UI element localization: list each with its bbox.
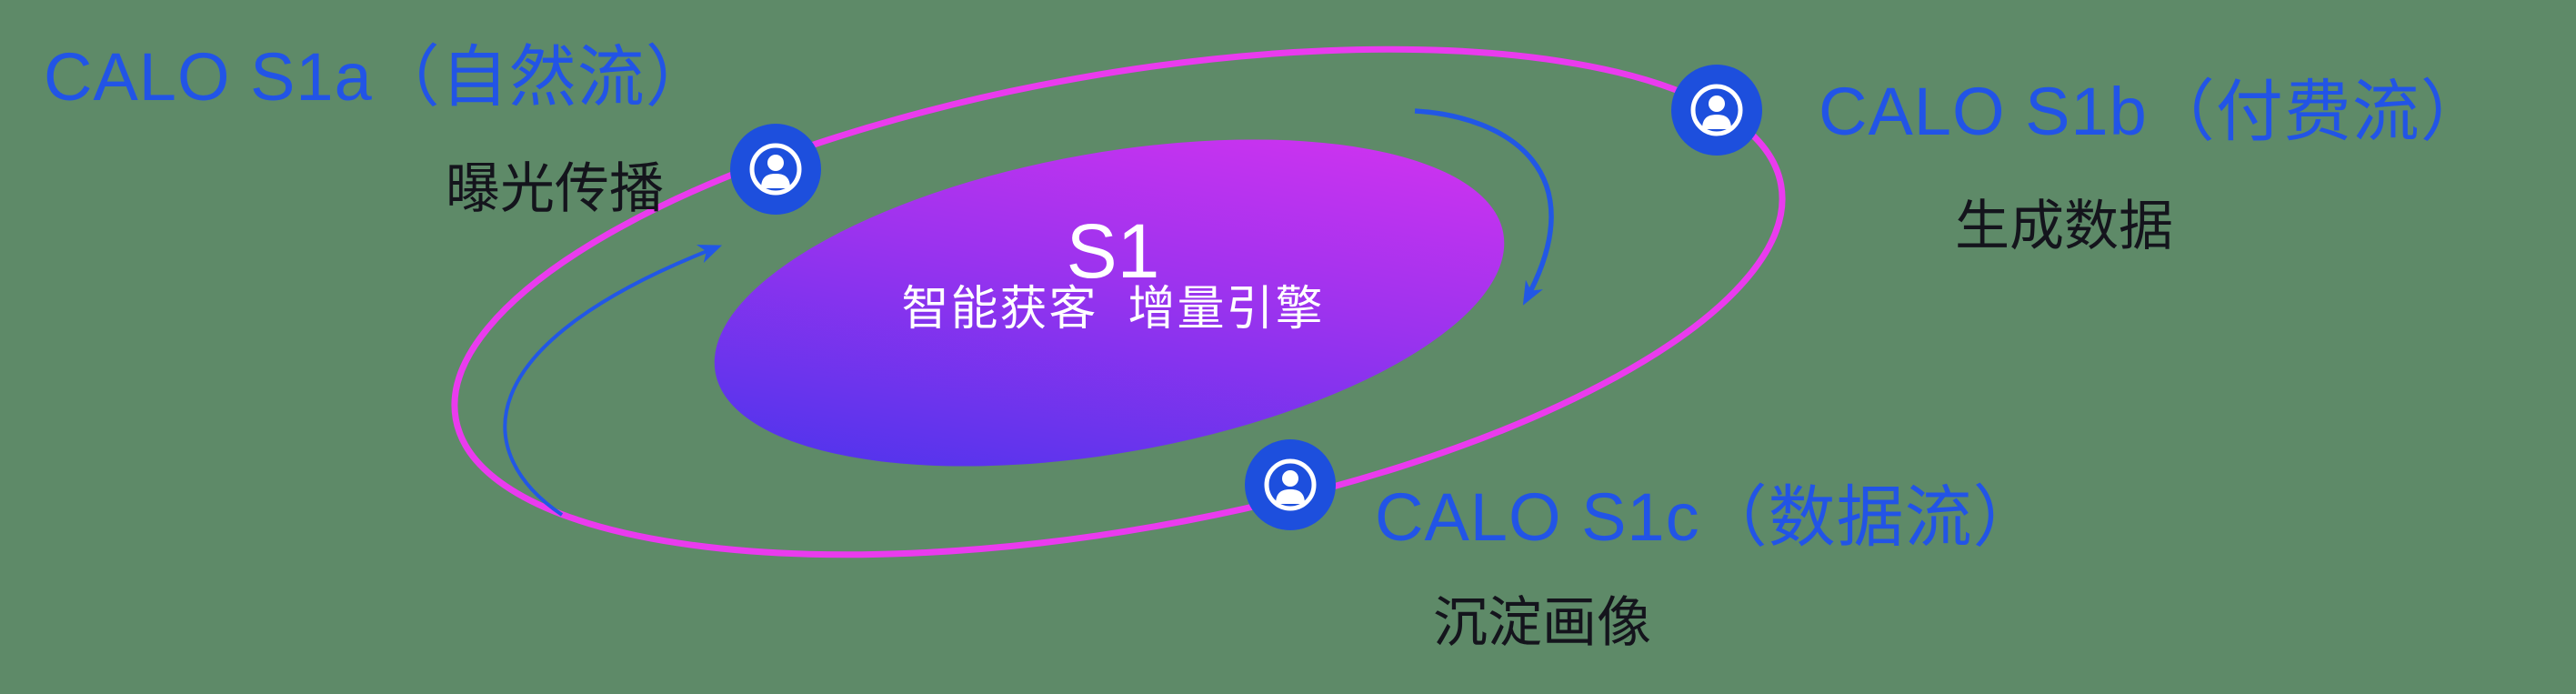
flow-arrow-left-icon bbox=[503, 244, 723, 517]
user-icon bbox=[1264, 458, 1317, 511]
orbit-ring bbox=[451, 45, 1786, 558]
flow-arrow-right-icon bbox=[1414, 108, 1554, 306]
node-s1b-marker bbox=[1671, 65, 1762, 156]
node-s1c-marker bbox=[1245, 439, 1336, 530]
node-s1a-marker bbox=[730, 124, 821, 215]
node-s1c-subtitle: 沉淀画像 bbox=[1433, 592, 1651, 653]
user-icon bbox=[749, 143, 802, 196]
node-s1a-subtitle: 曝光传播 bbox=[446, 158, 664, 219]
node-s1a-label: CALO S1a（自然流） bbox=[44, 39, 714, 115]
core-ellipse bbox=[714, 139, 1505, 467]
node-s1b-label: CALO S1b（付费流） bbox=[1819, 74, 2489, 149]
user-icon bbox=[1690, 84, 1743, 136]
node-s1c-label: CALO S1c（数据流） bbox=[1375, 479, 2041, 555]
core-title: S1 bbox=[1066, 208, 1160, 294]
core-subtitle: 智能获客 增量引擎 bbox=[901, 283, 1325, 336]
node-s1b-subtitle: 生成数据 bbox=[1955, 196, 2173, 256]
